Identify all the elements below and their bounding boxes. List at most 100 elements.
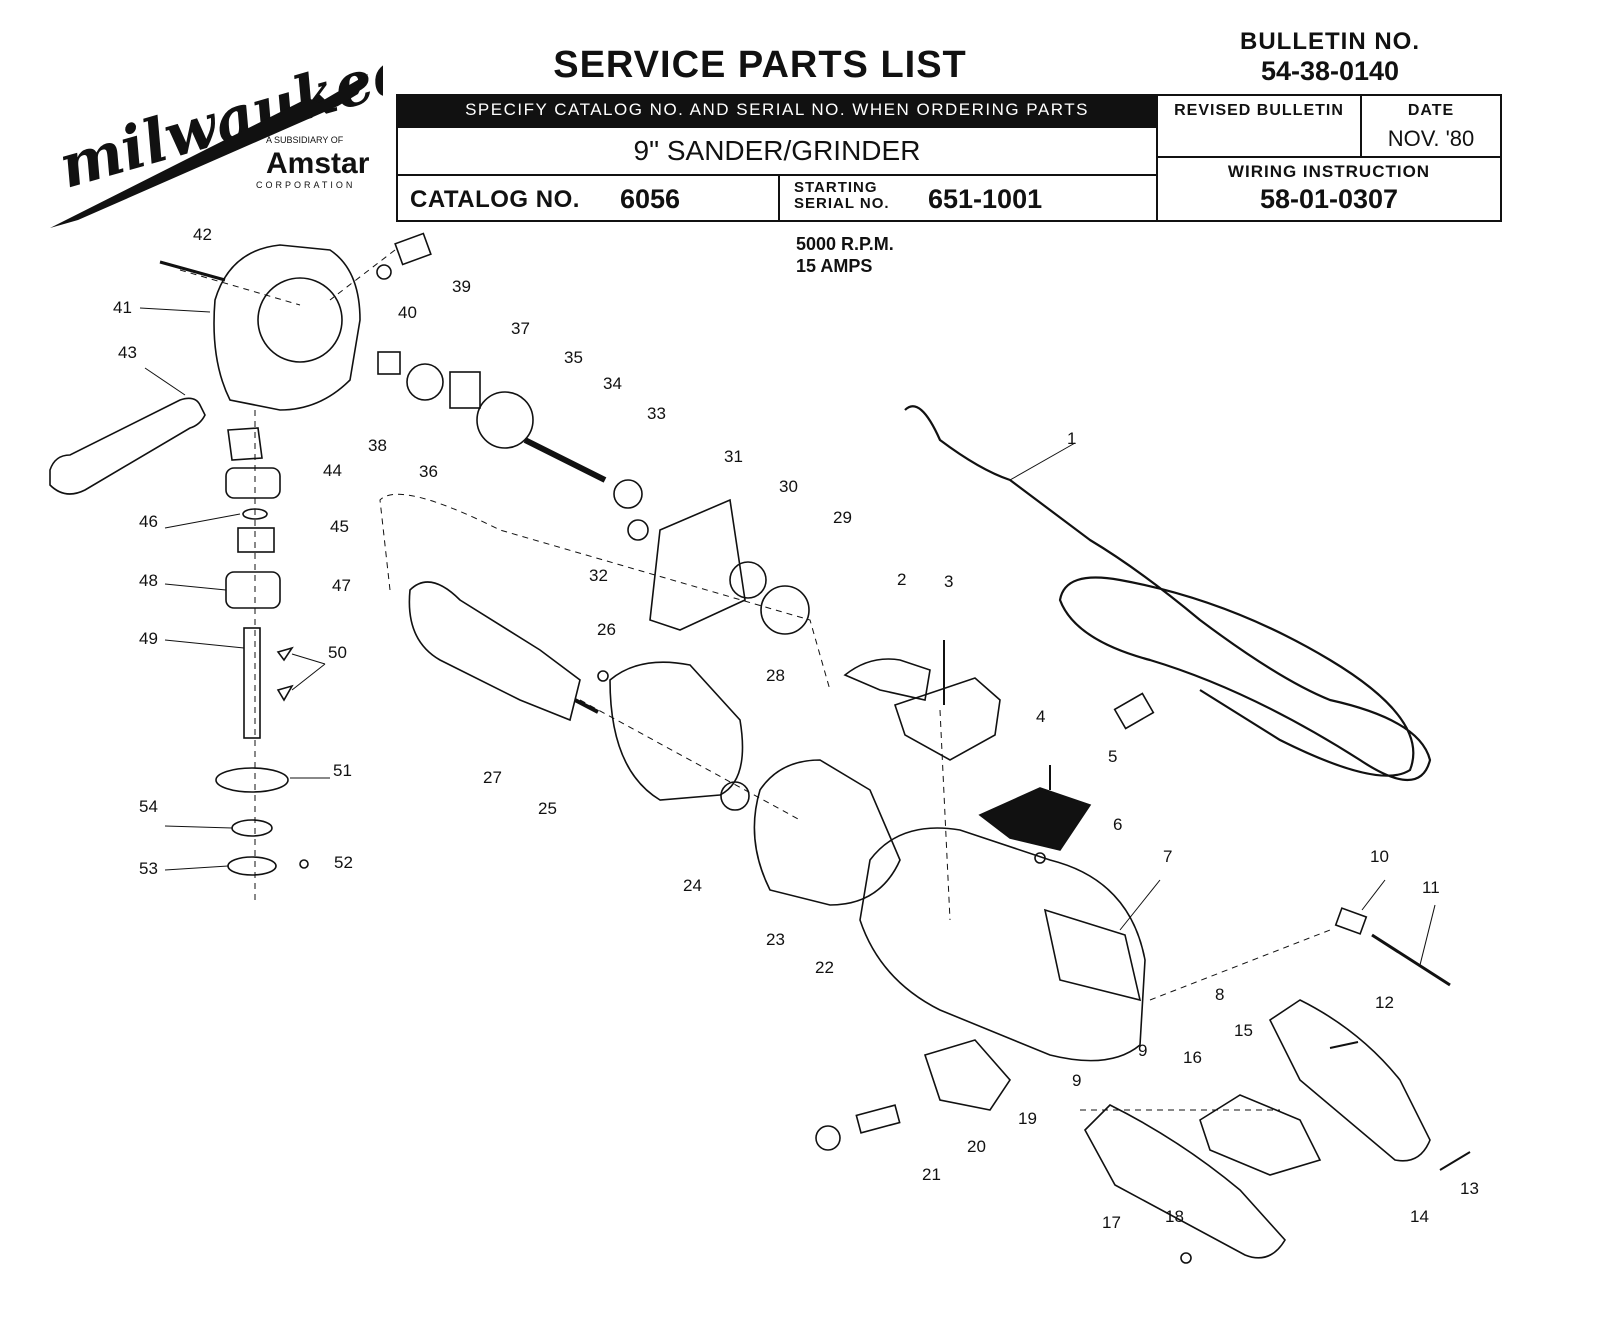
date-label: DATE: [1407, 102, 1455, 119]
part-label-15: 15: [1234, 1021, 1253, 1040]
part-label-47: 47: [332, 576, 351, 595]
part-label-23: 23: [766, 930, 785, 949]
part-label-38: 38: [368, 436, 387, 455]
part-label-13: 13: [1460, 1179, 1479, 1198]
bearing-45: [225, 467, 281, 499]
part-label-9b: 9: [1138, 1041, 1147, 1060]
switch-16: [1199, 1094, 1322, 1176]
catalog-divider: [778, 176, 780, 220]
nameplate-5: [978, 787, 1092, 851]
plug-icon: [1113, 692, 1155, 730]
part-label-17: 17: [1102, 1213, 1121, 1232]
part-label-45: 45: [330, 517, 349, 536]
handle-half-14: [1268, 999, 1431, 1162]
ordering-note: SPECIFY CATALOG NO. AND SERIAL NO. WHEN …: [396, 94, 1158, 126]
screw-12: [1329, 1041, 1359, 1049]
part-label-50: 50: [328, 643, 347, 662]
part-label-26: 26: [597, 620, 616, 639]
part-label-10: 10: [1370, 847, 1389, 866]
subsidiary-line: A SUBSIDIARY OF: [266, 135, 344, 145]
spring-39: [394, 232, 432, 266]
brush-holder-19: [923, 1039, 1012, 1111]
catalog-number: 6056: [620, 184, 681, 214]
bulletin-label: BULLETIN NO.: [1240, 28, 1420, 55]
part-label-12: 12: [1375, 993, 1394, 1012]
part-label-46: 46: [139, 512, 158, 531]
part-label-31: 31: [724, 447, 743, 466]
bearing-33: [613, 479, 643, 509]
part-label-9a: 9: [1072, 1071, 1081, 1090]
part-label-40: 40: [398, 303, 417, 322]
bearing-48: [225, 571, 281, 609]
part-label-6: 6: [1113, 815, 1122, 834]
bracket-2: [843, 658, 931, 701]
bearing-plate-31: [649, 498, 746, 631]
nut-53: [227, 856, 277, 876]
amps-spec: 15 AMPS: [796, 256, 873, 276]
bearing-38: [377, 351, 401, 375]
screw-11: [1371, 933, 1451, 987]
bevel-gear-44: [227, 427, 263, 461]
key-50b: [276, 684, 294, 702]
cord-1: [904, 405, 1432, 782]
part-label-7: 7: [1163, 847, 1172, 866]
part-label-21: 21: [922, 1165, 941, 1184]
part-label-52: 52: [334, 853, 353, 872]
starting-serial-label: STARTING SERIAL NO.: [794, 180, 890, 212]
part-label-22: 22: [815, 958, 834, 977]
part-label-30: 30: [779, 477, 798, 496]
washer-54: [231, 819, 273, 837]
bulletin-info-box: REVISED BULLETIN DATE NOV. '80 WIRING IN…: [1156, 94, 1502, 222]
part-label-35: 35: [564, 348, 583, 367]
starting-label-line1: STARTING: [794, 179, 878, 196]
date-value: NOV. '80: [1387, 126, 1475, 151]
key-50a: [276, 646, 294, 662]
part-label-19: 19: [1018, 1109, 1037, 1128]
wiring-instruction-number: 58-01-0307: [1259, 184, 1399, 214]
baffle-23: [753, 759, 901, 906]
handle-half-17: [1084, 1104, 1286, 1259]
part-label-5: 5: [1108, 747, 1117, 766]
part-label-28: 28: [766, 666, 785, 685]
nut-26: [597, 670, 609, 682]
cap-21: [815, 1125, 841, 1151]
part-label-1: 1: [1067, 429, 1076, 448]
part-label-16: 16: [1183, 1048, 1202, 1067]
part-label-24: 24: [683, 876, 702, 895]
armature-27: [408, 581, 581, 722]
bulletin-number: 54-38-0140: [1260, 56, 1400, 86]
spiral-gear-35: [476, 391, 534, 449]
screw-42: [159, 260, 226, 282]
field-25: [609, 661, 744, 801]
part-label-49: 49: [139, 629, 158, 648]
spindle-49: [243, 627, 261, 739]
part-label-53: 53: [139, 859, 158, 878]
leader-lines: [139, 307, 1436, 966]
brush-20: [855, 1104, 901, 1134]
key-47: [237, 527, 275, 553]
serial-number: 651-1001: [928, 184, 1043, 214]
part-label-20: 20: [967, 1137, 986, 1156]
part-label-48: 48: [139, 571, 158, 590]
starting-label-line2: SERIAL NO.: [794, 195, 890, 212]
shaft-34: [523, 437, 607, 483]
part-label-51: 51: [333, 761, 352, 780]
logo-lightning-icon: [50, 74, 368, 228]
parent-corporation: CORPORATION: [256, 180, 355, 190]
part-label-25: 25: [538, 799, 557, 818]
rpm-spec: 5000 R.P.M.: [796, 234, 894, 254]
part-label-42: 42: [193, 225, 212, 244]
part-label-2: 2: [897, 570, 906, 589]
part-label-44: 44: [323, 461, 342, 480]
screw-13: [1439, 1151, 1471, 1171]
side-handle: [49, 397, 206, 495]
gear-case-bore: [257, 277, 343, 363]
wiring-instruction-label: WIRING INSTRUCTION: [1227, 162, 1431, 181]
part-label-37: 37: [511, 319, 530, 338]
exploded-parts-diagram: 1 2 3 4 5 6 7 8 9 10 11 12 13 14 15 16 1…: [49, 225, 1479, 1264]
part-label-41: 41: [113, 298, 132, 317]
washer-40: [376, 264, 392, 280]
info-divider: [1360, 96, 1362, 158]
part-label-43: 43: [118, 343, 137, 362]
info-hdivider: [1158, 156, 1500, 158]
